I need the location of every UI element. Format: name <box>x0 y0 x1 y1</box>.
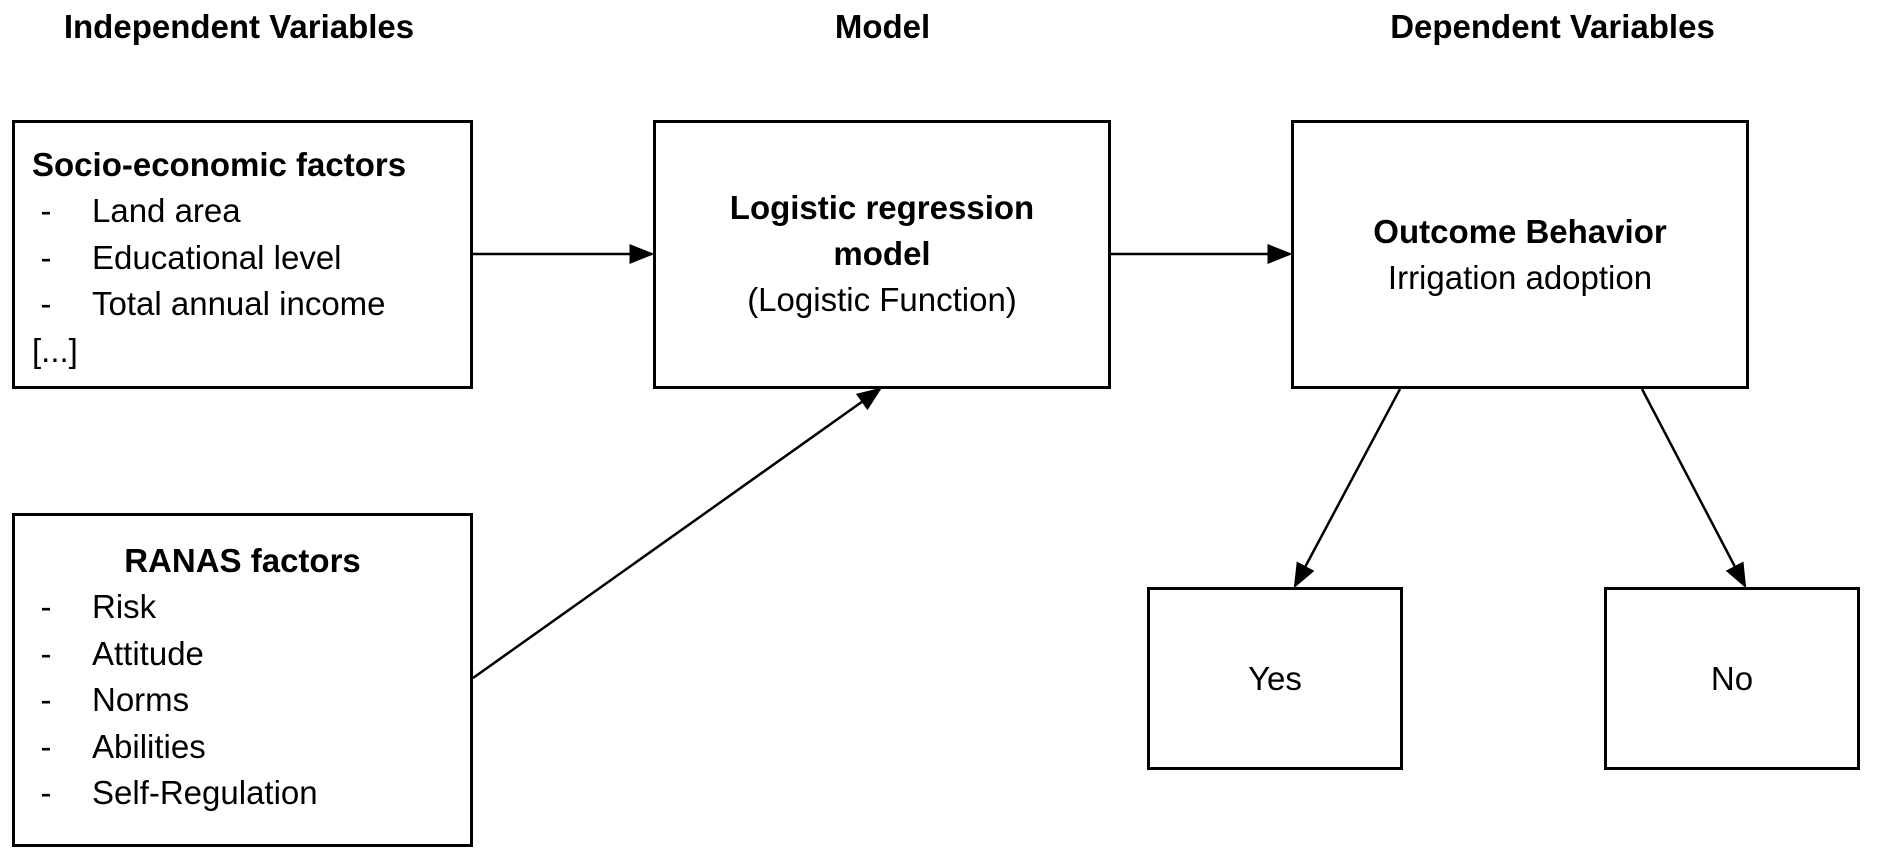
no-label: No <box>1710 659 1754 697</box>
list-dash: - <box>40 681 52 718</box>
list-item-label: Attitude <box>92 634 204 672</box>
ranas-factors-box: RANAS factors - Risk - Attitude - Norms … <box>12 513 473 847</box>
list-item: - Risk <box>32 584 470 631</box>
list-item: - Total annual income <box>32 281 470 328</box>
header-model: Model <box>834 8 931 45</box>
list-item-label: Self-Regulation <box>92 774 318 811</box>
model-subtitle: (Logistic Function) <box>747 281 1017 318</box>
no-box: No <box>1604 587 1860 770</box>
list-item: - Self-Regulation <box>32 770 470 817</box>
outcome-behavior-title: Outcome Behavior <box>1373 213 1667 250</box>
list-dash: - <box>40 634 52 672</box>
list-item: - Norms <box>32 677 470 724</box>
header-dependent-variables: Dependent Variables <box>1390 8 1715 45</box>
list-item-label: Abilities <box>92 727 206 765</box>
list-item-label: Norms <box>92 681 190 718</box>
yes-box: Yes <box>1147 587 1403 770</box>
socio-economic-factors-title: Socio-economic factors <box>32 146 407 183</box>
socio-economic-factors-more: [...] <box>32 331 78 369</box>
list-item: - Land area <box>32 188 470 235</box>
list-item-label: Risk <box>92 588 157 625</box>
list-dash: - <box>40 285 52 322</box>
yes-label: Yes <box>1248 659 1302 697</box>
list-dash: - <box>40 192 52 229</box>
outcome-behavior-subtitle: Irrigation adoption <box>1387 259 1653 296</box>
list-item-label: Total annual income <box>92 285 386 322</box>
list-dash: - <box>40 727 52 765</box>
list-item: - Attitude <box>32 631 470 678</box>
arrow-outcome-to-no <box>1640 388 1747 589</box>
socio-economic-factors-list: - Land area - Educational level - Total … <box>32 188 470 328</box>
header-independent-variables: Independent Variables <box>63 8 415 45</box>
outcome-behavior-box: Outcome Behavior Irrigation adoption <box>1291 120 1749 389</box>
list-item: - Abilities <box>32 724 470 771</box>
list-item-label: Land area <box>92 192 241 229</box>
list-item: - Educational level <box>32 235 470 282</box>
list-dash: - <box>40 774 52 811</box>
model-title-line2: model <box>833 235 931 272</box>
ranas-factors-list: - Risk - Attitude - Norms - Abilities - … <box>32 584 470 817</box>
list-dash: - <box>40 238 52 276</box>
arrow-outcome-to-yes <box>1293 388 1402 589</box>
logistic-regression-model-box: Logistic regression model (Logistic Func… <box>653 120 1111 389</box>
arrow-ranas-to-model <box>472 387 883 680</box>
ranas-factors-title: RANAS factors <box>124 542 361 579</box>
model-title-line1: Logistic regression <box>729 189 1035 226</box>
list-dash: - <box>40 588 52 625</box>
list-item-label: Educational level <box>92 238 342 276</box>
socio-economic-factors-box: Socio-economic factors - Land area - Edu… <box>12 120 473 389</box>
